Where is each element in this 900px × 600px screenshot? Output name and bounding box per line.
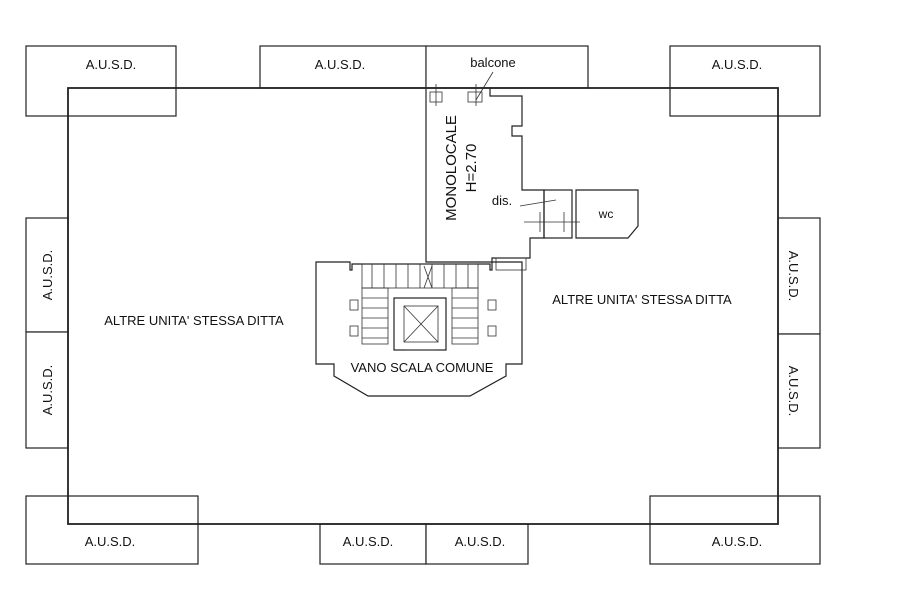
corridor-label: dis. bbox=[492, 193, 512, 208]
building-outline bbox=[67, 87, 779, 525]
ausd-label: A.U.S.D. bbox=[786, 366, 801, 417]
ausd-top-center: A.U.S.D. bbox=[259, 45, 427, 89]
ausd-label: A.U.S.D. bbox=[40, 250, 55, 301]
elevator-shaft bbox=[393, 297, 447, 351]
studio-apartment: MONOLOCALE H=2.70 bbox=[425, 46, 545, 263]
stairwell-label: VANO SCALA COMUNE bbox=[351, 360, 494, 375]
ausd-label: A.U.S.D. bbox=[712, 57, 763, 72]
ausd-bottom-left: A.U.S.D. bbox=[25, 495, 199, 565]
ausd-right-upper: A.U.S.D. bbox=[777, 217, 821, 335]
ausd-label: A.U.S.D. bbox=[455, 534, 506, 549]
height-label: H=2.70 bbox=[463, 144, 480, 193]
corridor: dis. bbox=[492, 189, 580, 239]
ausd-label: A.U.S.D. bbox=[786, 251, 801, 302]
ausd-bottom-right: A.U.S.D. bbox=[649, 495, 821, 565]
ausd-label: A.U.S.D. bbox=[40, 365, 55, 416]
wc-room: wc bbox=[575, 189, 639, 239]
ausd-right-lower: A.U.S.D. bbox=[777, 333, 821, 449]
ausd-bottom-center-left: A.U.S.D. bbox=[319, 523, 427, 565]
balcony: balcone bbox=[425, 45, 589, 101]
other-units-left-label: ALTRE UNITA' STESSA DITTA bbox=[104, 313, 284, 328]
balcony-label: balcone bbox=[470, 55, 516, 70]
ausd-label: A.U.S.D. bbox=[315, 57, 366, 72]
wc-label: wc bbox=[598, 207, 614, 221]
studio-label: MONOLOCALE bbox=[443, 115, 460, 221]
other-units-right-label: ALTRE UNITA' STESSA DITTA bbox=[552, 292, 732, 307]
ausd-label: A.U.S.D. bbox=[85, 534, 136, 549]
ausd-label: A.U.S.D. bbox=[712, 534, 763, 549]
ausd-label: A.U.S.D. bbox=[343, 534, 394, 549]
common-stairwell: VANO SCALA COMUNE bbox=[315, 261, 523, 397]
ausd-left-lower: A.U.S.D. bbox=[25, 331, 69, 449]
ausd-bottom-center-right: A.U.S.D. bbox=[425, 523, 529, 565]
ausd-left-upper: A.U.S.D. bbox=[25, 217, 69, 333]
ausd-label: A.U.S.D. bbox=[86, 57, 137, 72]
ausd-top-left: A.U.S.D. bbox=[25, 45, 177, 117]
ausd-top-right: A.U.S.D. bbox=[669, 45, 821, 117]
